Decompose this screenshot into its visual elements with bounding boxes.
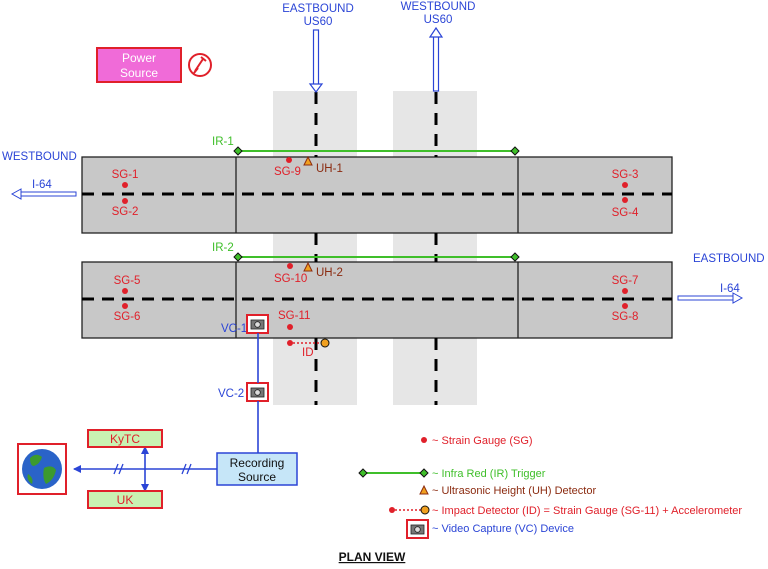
legend-ir-marker [358, 468, 429, 478]
sg-6-marker [122, 303, 128, 309]
legend-camera-icon [406, 519, 429, 539]
sg-3-marker [622, 182, 628, 188]
sg-1-marker [122, 182, 128, 188]
legend-ir-text: ~ Infra Red (IR) Trigger [432, 468, 546, 480]
power-source-box [96, 47, 182, 83]
recording-source-box [216, 452, 298, 486]
uk-label: UK [117, 493, 134, 507]
us60-westbound-direction: WESTBOUND [401, 1, 476, 13]
us60-westbound-name: US60 [424, 14, 453, 26]
id-label: ID [302, 347, 314, 359]
sg-5-marker [122, 288, 128, 294]
legend-uh-text: ~ Ultrasonic Height (UH) Detector [432, 485, 596, 497]
i64-westbound-direction: WESTBOUND [2, 151, 77, 163]
impact-detector [287, 338, 330, 348]
ir-1-label: IR-1 [212, 136, 234, 148]
ir-2-trigger [233, 252, 520, 262]
vc-2-label: VC-2 [218, 388, 244, 400]
recording-source-line1: Recording [230, 456, 285, 470]
kytc-label: KyTC [110, 432, 140, 446]
i64-westbound-arrow [10, 188, 77, 200]
sg-4-label: SG-4 [612, 207, 639, 219]
sg-2-marker [122, 198, 128, 204]
vc-1-camera-icon [246, 314, 269, 334]
kytc-box [87, 429, 163, 448]
sg-10-marker [287, 263, 293, 269]
recording-source-line2: Source [238, 470, 276, 484]
globe-icon [17, 443, 67, 495]
eastbound-bridge-deck [81, 261, 673, 339]
vc-2-camera-icon [246, 382, 269, 402]
sg-7-label: SG-7 [612, 275, 639, 287]
sg-2-label: SG-2 [112, 206, 139, 218]
uk-box [87, 490, 163, 509]
sg-6-label: SG-6 [114, 311, 141, 323]
westbound-bridge-deck [81, 156, 673, 234]
sg-9-marker [286, 157, 292, 163]
network-link [73, 446, 217, 492]
sg-4-marker [622, 197, 628, 203]
us60-westbound-arrow [428, 26, 444, 92]
uh-2-marker [303, 261, 313, 272]
us60-eastbound-arrow [308, 29, 324, 93]
power-source-line1: Power [122, 51, 156, 65]
i64-eastbound-name: I-64 [720, 283, 740, 295]
sg-9-label: SG-9 [274, 166, 301, 178]
i64-westbound-name: I-64 [32, 179, 52, 191]
power-plug-icon [188, 53, 212, 77]
plan-view-caption: PLAN VIEW [339, 550, 406, 564]
sg-7-marker [622, 288, 628, 294]
power-source-line2: Source [120, 66, 158, 80]
sg-3-label: SG-3 [612, 169, 639, 181]
uh-1-label: UH-1 [316, 163, 343, 175]
sg-5-label: SG-5 [114, 275, 141, 287]
uh-2-label: UH-2 [316, 267, 343, 279]
sg-11-marker [287, 324, 293, 330]
legend-uh-marker [419, 484, 429, 495]
sg-8-label: SG-8 [612, 311, 639, 323]
uh-1-marker [303, 155, 313, 166]
i64-eastbound-arrow [677, 292, 744, 304]
ir-1-trigger [233, 146, 520, 156]
legend-id-text: ~ Impact Detector (ID) = Strain Gauge (S… [432, 505, 742, 517]
legend-vc-text: ~ Video Capture (VC) Device [432, 523, 574, 535]
legend-sg-text: ~ Strain Gauge (SG) [432, 435, 533, 447]
vc-1-label: VC-1 [221, 323, 247, 335]
us60-eastbound-direction: EASTBOUND [282, 3, 354, 15]
sg-10-label: SG-10 [274, 273, 307, 285]
ir-2-label: IR-2 [212, 242, 234, 254]
sg-11-label: SG-11 [278, 310, 310, 322]
legend-sg-marker [421, 437, 427, 443]
sg-8-marker [622, 303, 628, 309]
us60-eastbound-name: US60 [304, 16, 333, 28]
sg-1-label: SG-1 [112, 169, 139, 181]
i64-eastbound-direction: EASTBOUND [693, 253, 765, 265]
legend-id-marker [389, 505, 430, 515]
